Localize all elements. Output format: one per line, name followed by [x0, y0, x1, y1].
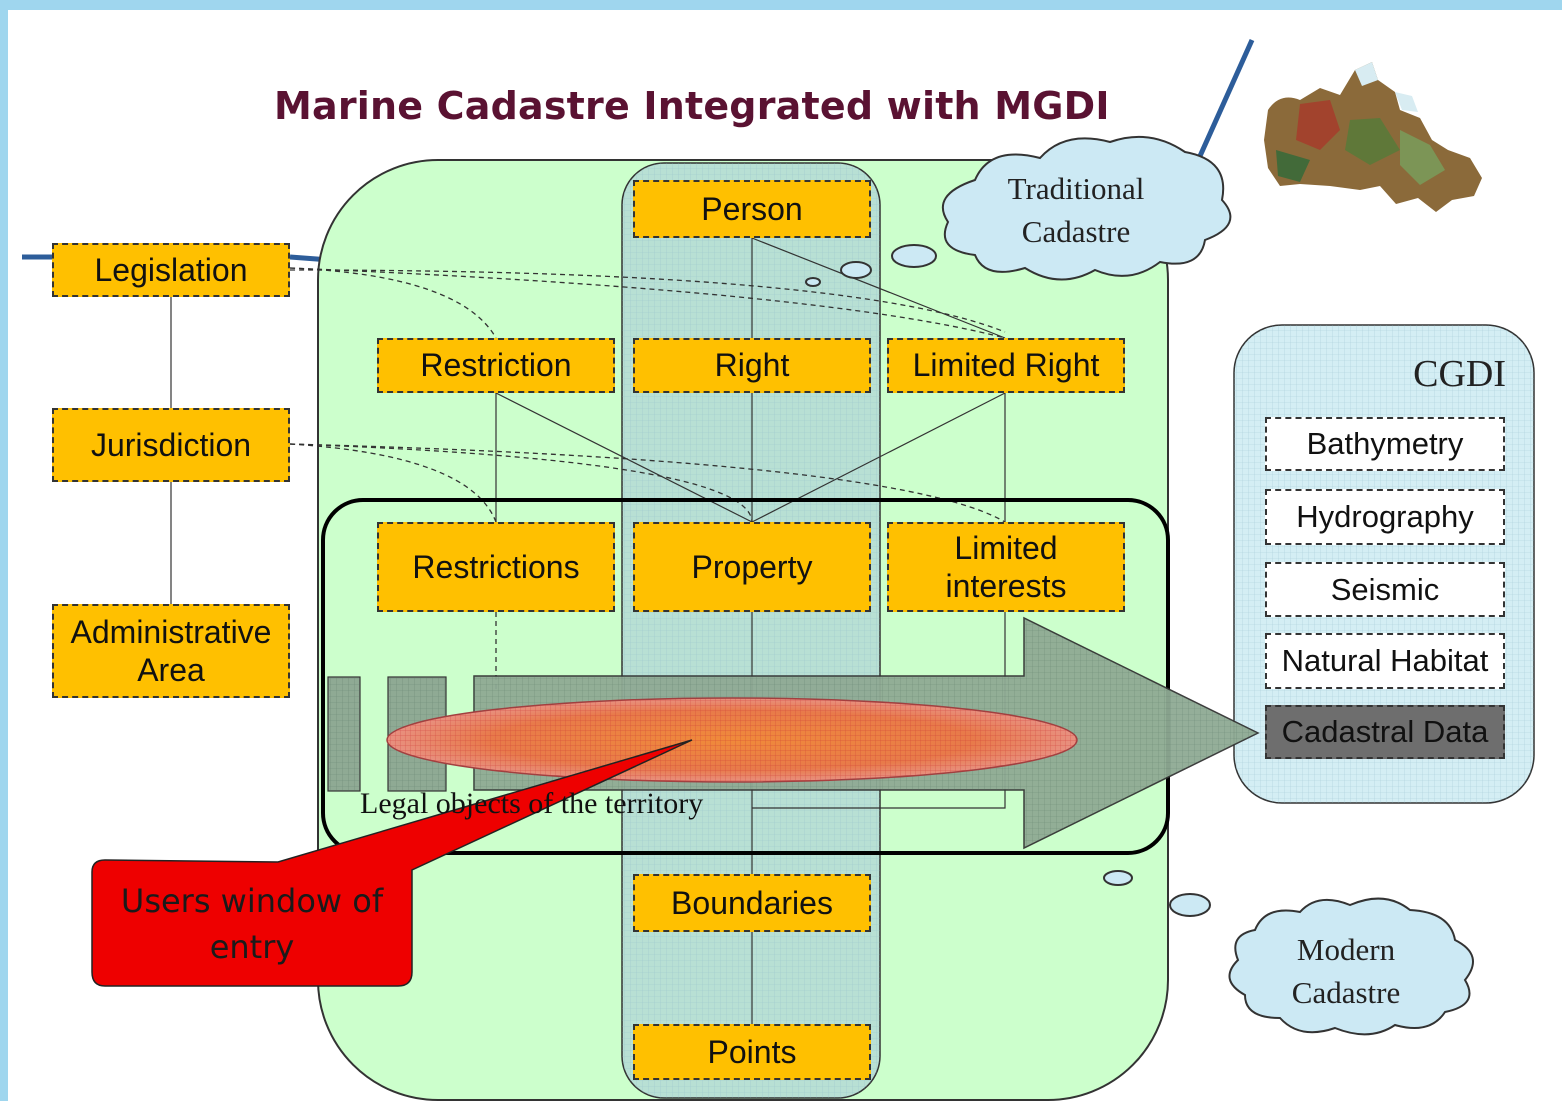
- traditional-cadastre-label: Traditional Cadastre: [1007, 171, 1145, 250]
- modern-cadastre-cloud: [1228, 897, 1474, 1036]
- administrative-area-box[interactable]: Administrative Area: [52, 604, 290, 698]
- legal-objects-label: Legal objects of the territory: [360, 787, 704, 820]
- boundaries-box[interactable]: Boundaries: [633, 874, 871, 932]
- frame-top-border: [0, 0, 1562, 10]
- users-window-callout: [91, 739, 693, 987]
- central-column-grid: [622, 163, 880, 1098]
- canada-map-icon: [1264, 62, 1482, 212]
- frame-left-border: [0, 0, 8, 1101]
- jurisdiction-box[interactable]: Jurisdiction: [52, 408, 290, 482]
- legal-objects-frame: [321, 498, 1170, 855]
- orange-ellipse-grid: [387, 698, 1077, 782]
- restrictions-box[interactable]: Restrictions: [377, 522, 615, 612]
- person-box[interactable]: Person: [633, 180, 871, 238]
- modern-cadastre-label: Modern Cadastre: [1291, 932, 1401, 1011]
- cgdi-item-hydrography[interactable]: Hydrography: [1265, 489, 1505, 545]
- restriction-box[interactable]: Restriction: [377, 338, 615, 393]
- cgdi-item-bathymetry[interactable]: Bathymetry: [1265, 417, 1505, 471]
- cgdi-item-natural-habitat[interactable]: Natural Habitat: [1265, 633, 1505, 689]
- legislation-box[interactable]: Legislation: [52, 243, 290, 297]
- thought-bubbles: [805, 244, 1211, 917]
- limited-right-box[interactable]: Limited Right: [887, 338, 1125, 393]
- traditional-cadastre-cloud: [942, 135, 1232, 281]
- dashed-relations: [289, 267, 1006, 690]
- property-box[interactable]: Property: [633, 522, 871, 612]
- cgdi-item-cadastral-data[interactable]: Cadastral Data: [1265, 705, 1505, 759]
- cgdi-item-seismic[interactable]: Seismic: [1265, 562, 1505, 617]
- points-box[interactable]: Points: [633, 1024, 871, 1080]
- cgdi-title: CGDI: [1413, 353, 1506, 395]
- limited-interests-box[interactable]: Limited interests: [887, 522, 1125, 612]
- users-window-label: Users window of entry: [120, 882, 384, 967]
- blue-diagonal-line: [1193, 38, 1255, 167]
- right-box[interactable]: Right: [633, 338, 871, 393]
- grid-pillar-1-pattern: [328, 677, 360, 791]
- page-title: Marine Cadastre Integrated with MGDI: [274, 84, 1110, 128]
